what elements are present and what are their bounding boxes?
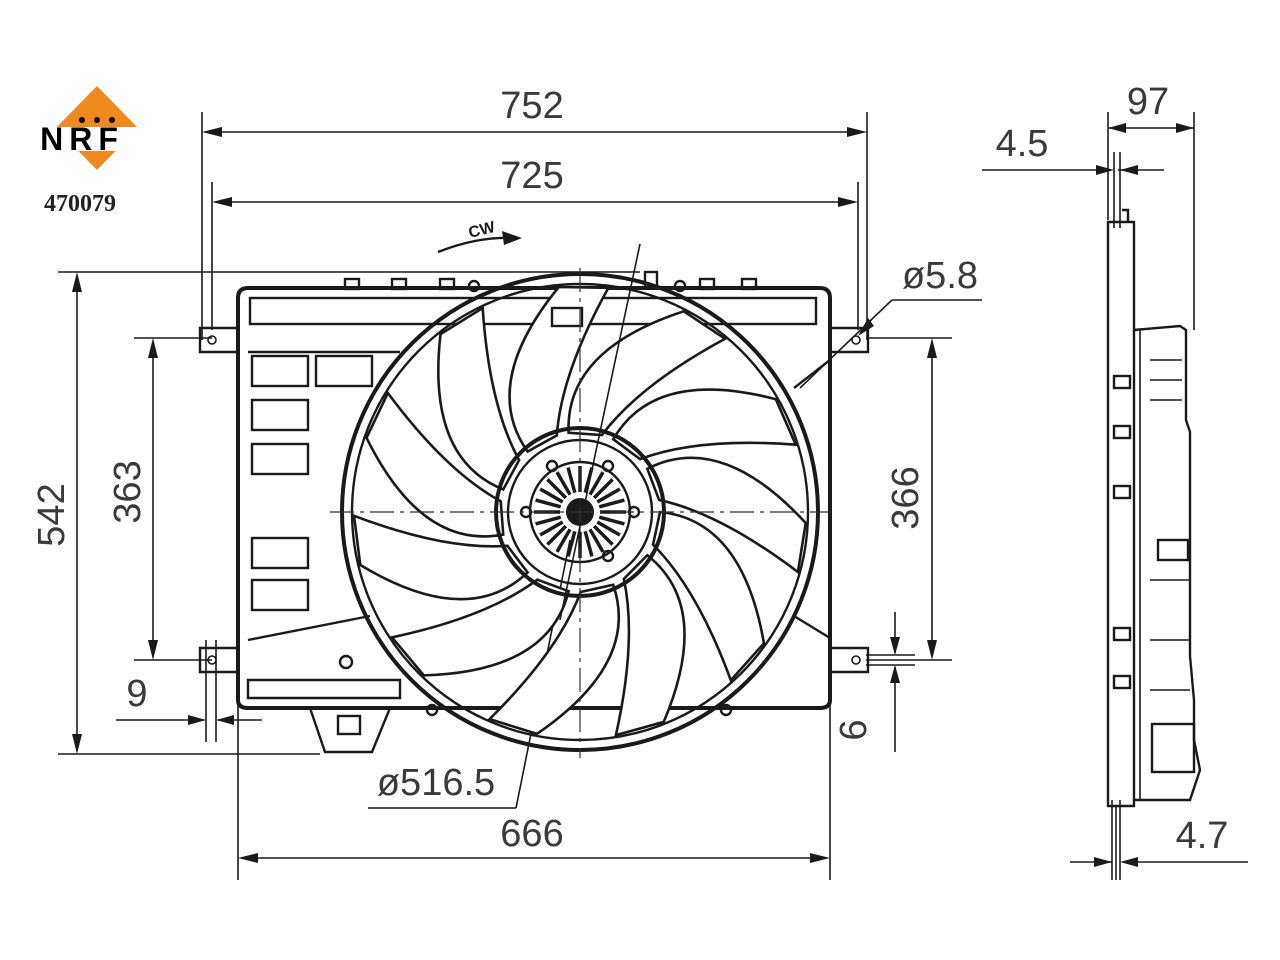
logo-dot	[94, 117, 100, 123]
dim-right-mount-height: 366	[866, 337, 952, 661]
motor-cooling-fins	[534, 466, 626, 558]
fan-blade	[389, 578, 571, 677]
motor-fin	[535, 515, 562, 526]
fan-blade	[437, 305, 521, 492]
fan-blades	[352, 285, 808, 737]
tab-offset-right-label: 6	[833, 719, 875, 740]
fan-assembly	[330, 243, 832, 758]
motor-fin	[539, 520, 564, 537]
side-view: 97 4.5 4.7	[982, 81, 1248, 880]
fan-shroud-frame	[198, 270, 870, 754]
part-number: 470079	[44, 191, 116, 217]
motor-fin	[546, 478, 568, 500]
fan-blade	[611, 388, 798, 461]
hole-diameter-label: ø5.8	[902, 255, 978, 297]
mount-depth-label: 4.5	[996, 123, 1049, 165]
motor-fin	[588, 471, 605, 496]
logo-band	[14, 127, 150, 151]
dim-frame-width: 666	[237, 640, 831, 880]
tab-offset-left-label: 9	[126, 673, 147, 715]
dim-hole-diameter: ø5.8	[799, 255, 982, 389]
motor-fin	[555, 528, 572, 553]
dim-left-mount-height: 363	[107, 337, 212, 661]
motor-fin	[566, 530, 577, 557]
logo-dot	[79, 117, 85, 123]
left-mount-height-label: 363	[107, 460, 149, 523]
mount-spacing-label: 725	[500, 155, 563, 197]
motor-fin	[592, 524, 614, 546]
dim-mount-spacing: 725	[211, 155, 859, 330]
dim-overall-width: 752	[201, 85, 868, 340]
rotation-indicator: CW	[437, 219, 522, 254]
motor-fin	[592, 478, 614, 500]
fan-blade	[487, 583, 621, 736]
fan-blade	[567, 309, 728, 437]
motor-fin	[539, 487, 564, 504]
fan-blade	[614, 553, 686, 737]
motor-fin	[596, 487, 621, 504]
fan-blade	[645, 456, 808, 575]
motor-fin	[566, 467, 577, 494]
depth-label: 97	[1127, 81, 1169, 123]
tab-thickness-label: 4.7	[1176, 815, 1229, 857]
fan-diameter-label: ø516.5	[377, 762, 495, 804]
overall-height-label: 542	[31, 483, 73, 546]
right-mount-height-label: 366	[885, 466, 927, 529]
fan-blade	[508, 285, 611, 454]
fan-blade	[651, 510, 766, 683]
fan-blade	[365, 390, 505, 538]
motor-fin	[598, 515, 625, 526]
motor-fin	[596, 520, 621, 537]
logo-text: NRF	[40, 121, 124, 157]
motor-fin	[583, 530, 594, 557]
motor-fin	[546, 524, 568, 546]
nrf-logo: NRF	[14, 86, 150, 170]
logo-dot	[109, 117, 115, 123]
dim-tab-offset-left: 9	[116, 640, 262, 742]
dim-tab-offset-right: 6	[833, 612, 915, 752]
frame-width-label: 666	[500, 813, 563, 855]
motor-fin	[588, 528, 605, 553]
motor-fin	[535, 498, 562, 509]
motor-fin	[555, 471, 572, 496]
rotation-label: CW	[467, 219, 498, 242]
dim-overall-height: 542	[31, 271, 640, 755]
dim-fan-diameter: ø516.5	[368, 539, 571, 809]
motor-fin	[598, 498, 625, 509]
fan-blade	[352, 513, 530, 601]
overall-width-label: 752	[500, 85, 563, 127]
